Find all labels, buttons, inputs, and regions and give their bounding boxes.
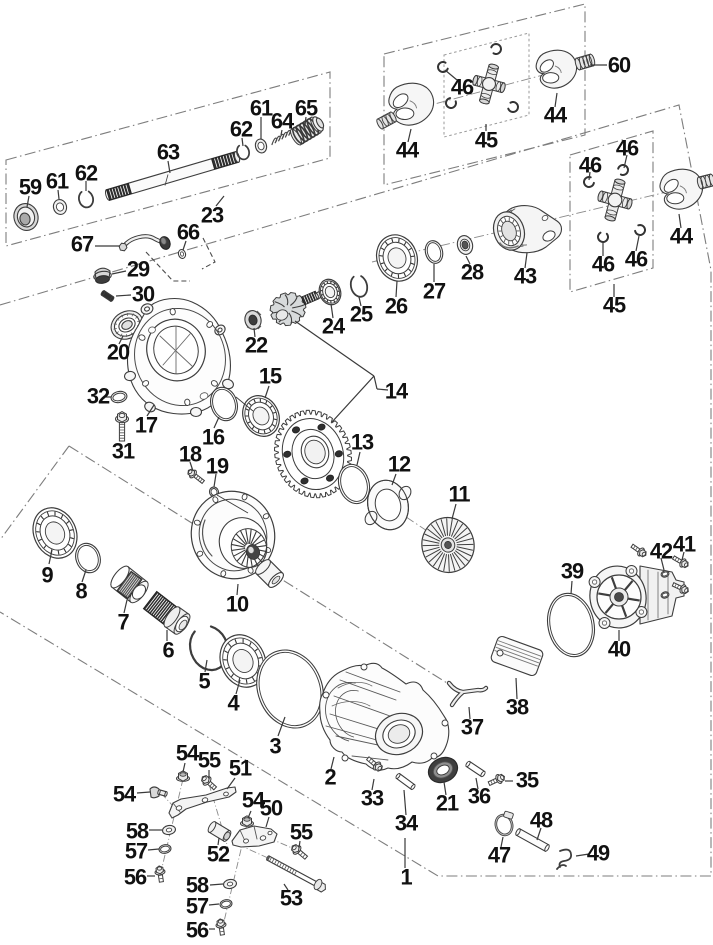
svg-text:3: 3	[269, 734, 281, 759]
svg-text:9: 9	[41, 563, 53, 588]
svg-text:30: 30	[132, 282, 155, 307]
svg-text:62: 62	[230, 117, 253, 142]
svg-text:5: 5	[198, 669, 210, 694]
svg-text:33: 33	[361, 786, 384, 811]
svg-text:7: 7	[117, 610, 129, 635]
svg-text:31: 31	[112, 439, 135, 464]
svg-text:45: 45	[603, 293, 626, 318]
svg-text:21: 21	[436, 791, 459, 816]
svg-text:42: 42	[650, 539, 673, 564]
svg-text:17: 17	[135, 413, 158, 438]
svg-text:54: 54	[242, 788, 265, 813]
svg-text:35: 35	[516, 768, 539, 793]
svg-text:4: 4	[227, 691, 239, 716]
svg-text:6: 6	[162, 638, 174, 663]
svg-text:57: 57	[125, 839, 148, 864]
svg-text:60: 60	[608, 53, 631, 78]
svg-text:66: 66	[177, 220, 200, 245]
svg-text:39: 39	[561, 559, 584, 584]
svg-text:44: 44	[396, 138, 419, 163]
svg-text:26: 26	[385, 294, 408, 319]
svg-text:46: 46	[579, 153, 602, 178]
svg-text:25: 25	[350, 302, 373, 327]
svg-text:50: 50	[260, 796, 283, 821]
svg-text:61: 61	[46, 169, 69, 194]
svg-text:43: 43	[514, 264, 537, 289]
svg-text:12: 12	[388, 452, 411, 477]
svg-text:22: 22	[245, 333, 268, 358]
svg-text:46: 46	[451, 75, 474, 100]
svg-text:36: 36	[468, 784, 491, 809]
svg-text:55: 55	[198, 748, 221, 773]
svg-text:52: 52	[207, 842, 230, 867]
svg-text:32: 32	[87, 384, 110, 409]
svg-text:27: 27	[423, 279, 446, 304]
svg-text:19: 19	[206, 454, 229, 479]
svg-text:38: 38	[506, 695, 529, 720]
svg-text:24: 24	[322, 314, 345, 339]
svg-text:61: 61	[250, 96, 273, 121]
svg-text:49: 49	[587, 841, 610, 866]
svg-text:29: 29	[127, 257, 150, 282]
svg-text:65: 65	[295, 96, 318, 121]
svg-text:2: 2	[324, 765, 336, 790]
svg-text:58: 58	[186, 873, 209, 898]
svg-text:67: 67	[71, 232, 94, 257]
svg-text:23: 23	[201, 203, 224, 228]
svg-text:54: 54	[176, 741, 199, 766]
svg-text:13: 13	[351, 430, 374, 455]
svg-text:48: 48	[530, 808, 553, 833]
svg-text:28: 28	[461, 260, 484, 285]
svg-text:40: 40	[608, 637, 631, 662]
svg-text:41: 41	[673, 532, 696, 557]
svg-text:15: 15	[259, 364, 282, 389]
svg-text:34: 34	[395, 811, 418, 836]
svg-text:8: 8	[75, 579, 87, 604]
svg-text:18: 18	[179, 442, 202, 467]
svg-text:20: 20	[107, 340, 130, 365]
svg-text:10: 10	[226, 592, 249, 617]
svg-text:57: 57	[186, 894, 209, 919]
svg-text:46: 46	[592, 252, 615, 277]
svg-text:11: 11	[448, 482, 470, 507]
svg-text:53: 53	[280, 886, 303, 911]
svg-text:63: 63	[157, 140, 180, 165]
svg-text:16: 16	[202, 425, 225, 450]
svg-text:37: 37	[461, 715, 484, 740]
svg-text:56: 56	[124, 865, 147, 890]
svg-text:46: 46	[616, 136, 639, 161]
svg-text:47: 47	[488, 843, 511, 868]
svg-text:55: 55	[290, 820, 313, 845]
svg-text:44: 44	[670, 224, 693, 249]
svg-text:54: 54	[113, 782, 136, 807]
svg-text:44: 44	[544, 103, 567, 128]
svg-text:58: 58	[126, 819, 149, 844]
svg-text:46: 46	[625, 247, 648, 272]
svg-text:64: 64	[271, 109, 294, 134]
svg-text:51: 51	[229, 756, 252, 781]
svg-text:45: 45	[475, 128, 498, 153]
svg-text:14: 14	[385, 379, 408, 404]
svg-text:1: 1	[400, 865, 412, 890]
svg-text:59: 59	[19, 175, 42, 200]
svg-text:56: 56	[186, 918, 209, 943]
svg-text:62: 62	[75, 161, 98, 186]
